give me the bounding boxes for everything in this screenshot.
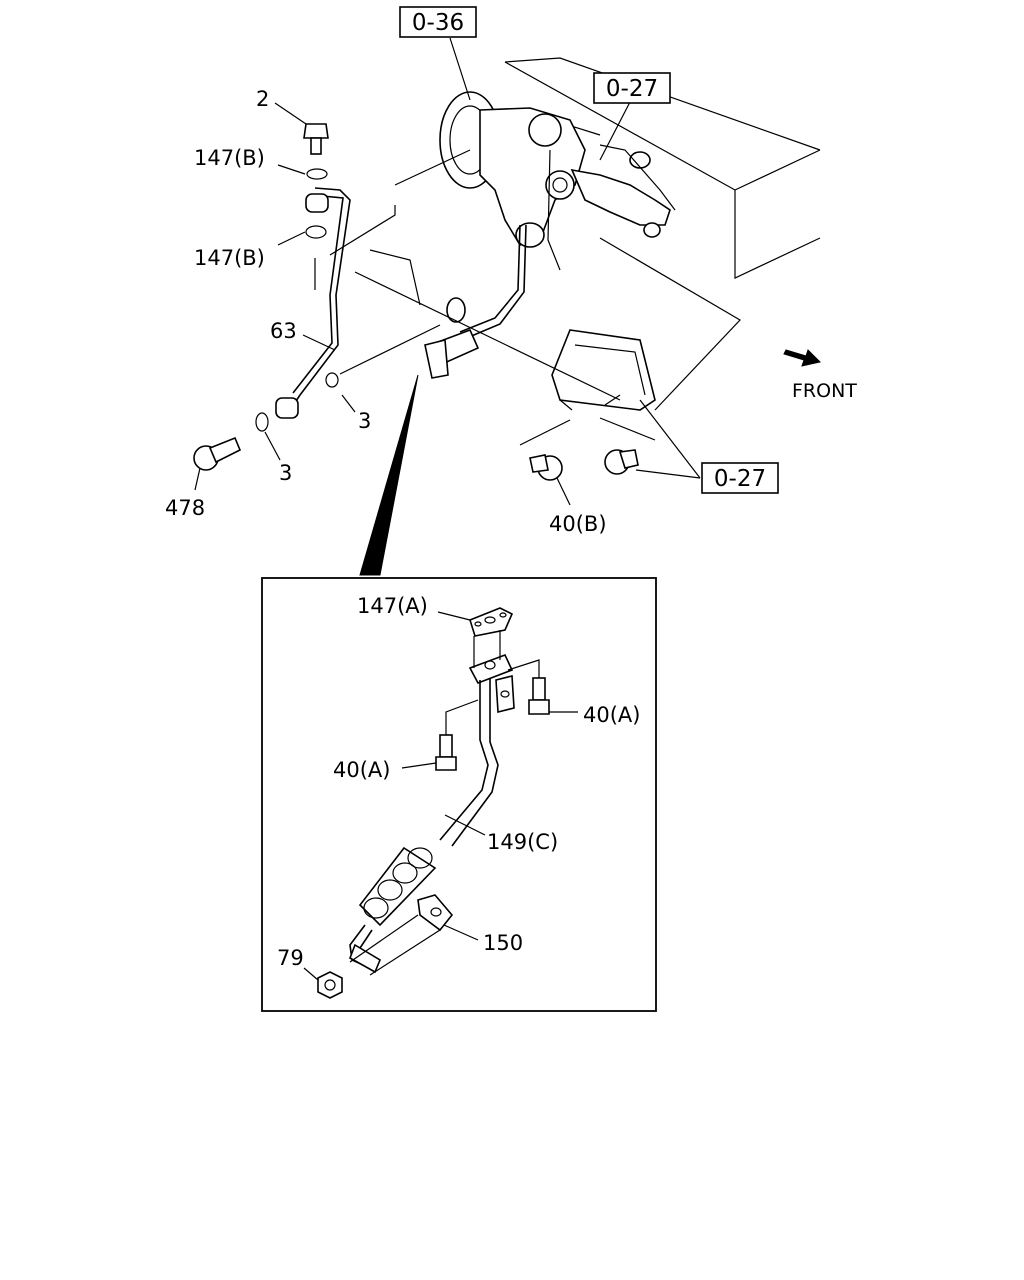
bolt-478 <box>193 372 339 471</box>
label-79: 79 <box>277 946 304 970</box>
label-63: 63 <box>270 319 297 343</box>
label-3-1: 3 <box>358 409 371 433</box>
leader-lines <box>194 37 701 506</box>
svg-text:0-36: 0-36 <box>412 10 464 36</box>
reference-box-0-27-lower: 0-27 <box>701 462 779 494</box>
oil-pan-portion <box>529 329 656 481</box>
label-149c: 149(C) <box>487 830 558 854</box>
label-147b-2: 147(B) <box>194 246 265 270</box>
svg-text:0-27: 0-27 <box>606 76 658 102</box>
label-40a-2: 40(A) <box>333 758 390 782</box>
detail-callout-wedge <box>359 374 419 576</box>
svg-text:0-27: 0-27 <box>714 466 766 492</box>
front-indicator: FRONT <box>783 349 857 402</box>
label-3-2: 3 <box>279 461 292 485</box>
turbocharger <box>439 91 676 271</box>
label-40b: 40(B) <box>549 512 607 536</box>
label-478: 478 <box>165 496 205 520</box>
front-arrow-icon <box>783 349 821 367</box>
oil-feed-pipe-63 <box>275 168 351 419</box>
assembly-lines <box>314 149 741 446</box>
detail-inset: 147(A) 40(A) 40(A) 149(C) 150 79 <box>261 577 657 1012</box>
label-147b-1: 147(B) <box>194 146 265 170</box>
label-150: 150 <box>483 931 523 955</box>
label-147a: 147(A) <box>357 594 428 618</box>
label-40a-1: 40(A) <box>583 703 640 727</box>
svg-text:FRONT: FRONT <box>792 380 857 402</box>
reference-box-0-27-upper: 0-27 <box>593 72 671 104</box>
bolt-2 <box>303 123 329 155</box>
label-2: 2 <box>256 87 269 111</box>
oil-return-pipe <box>424 224 527 379</box>
reference-box-0-36: 0-36 <box>399 6 477 38</box>
